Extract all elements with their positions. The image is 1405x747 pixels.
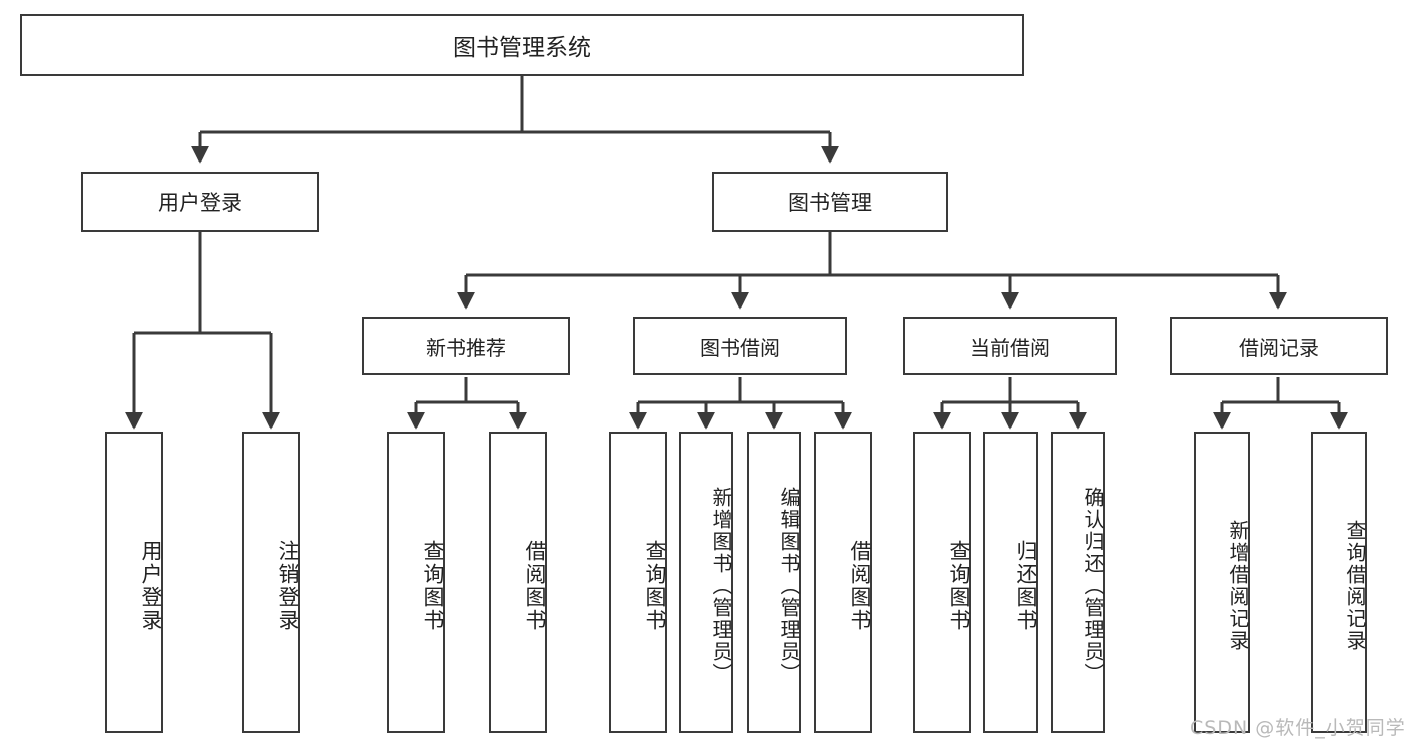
leaf-return-book[interactable]: 归还图书 — [983, 432, 1038, 733]
node-user-login[interactable]: 用户登录 — [81, 172, 319, 232]
node-label: 图书管理 — [788, 191, 872, 215]
leaf-query-borrow-record[interactable]: 查询借阅记录 — [1311, 432, 1367, 733]
node-borrow-record[interactable]: 借阅记录 — [1170, 317, 1388, 375]
leaf-query-book-current[interactable]: 查询图书 — [913, 432, 971, 733]
node-label: 查询图书 — [947, 539, 971, 632]
csdn-watermark: CSDN @软件_小贺同学 — [1190, 717, 1405, 739]
node-root-system[interactable]: 图书管理系统 — [20, 14, 1024, 76]
node-label: 新增借阅记录 — [1226, 519, 1250, 652]
leaf-add-borrow-record[interactable]: 新增借阅记录 — [1194, 432, 1250, 733]
node-label: 查询图书 — [643, 539, 667, 632]
node-label: 新增图书（管理员） — [709, 486, 733, 685]
leaf-add-book-admin[interactable]: 新增图书（管理员） — [679, 432, 733, 733]
leaf-logout[interactable]: 注销登录 — [242, 432, 300, 733]
node-book-borrow[interactable]: 图书借阅 — [633, 317, 847, 375]
node-label: 新书推荐 — [426, 335, 506, 360]
node-label: 用户登录 — [158, 191, 242, 215]
node-new-book-recommend[interactable]: 新书推荐 — [362, 317, 570, 375]
node-label: 借阅图书 — [523, 539, 547, 632]
node-label: 图书借阅 — [700, 335, 780, 360]
node-label: 借阅记录 — [1239, 335, 1319, 360]
leaf-borrow-book-recommend[interactable]: 借阅图书 — [489, 432, 547, 733]
node-label: 归还图书 — [1014, 539, 1038, 632]
leaf-query-book-borrow[interactable]: 查询图书 — [609, 432, 667, 733]
node-label: 图书管理系统 — [453, 35, 591, 61]
leaf-query-book-recommend[interactable]: 查询图书 — [387, 432, 445, 733]
node-label: 查询借阅记录 — [1343, 519, 1367, 652]
node-current-borrow[interactable]: 当前借阅 — [903, 317, 1117, 375]
node-label: 当前借阅 — [970, 335, 1050, 360]
leaf-confirm-return-admin[interactable]: 确认归还（管理员） — [1051, 432, 1105, 733]
leaf-user-login[interactable]: 用户登录 — [105, 432, 163, 733]
node-label: 用户登录 — [139, 539, 163, 632]
node-label: 借阅图书 — [848, 539, 872, 632]
node-label: 查询图书 — [421, 539, 445, 632]
node-label: 注销登录 — [276, 539, 300, 632]
node-book-management[interactable]: 图书管理 — [712, 172, 948, 232]
node-label: 确认归还（管理员） — [1081, 486, 1105, 685]
node-label: 编辑图书（管理员） — [777, 486, 801, 685]
leaf-borrow-book[interactable]: 借阅图书 — [814, 432, 872, 733]
leaf-edit-book-admin[interactable]: 编辑图书（管理员） — [747, 432, 801, 733]
